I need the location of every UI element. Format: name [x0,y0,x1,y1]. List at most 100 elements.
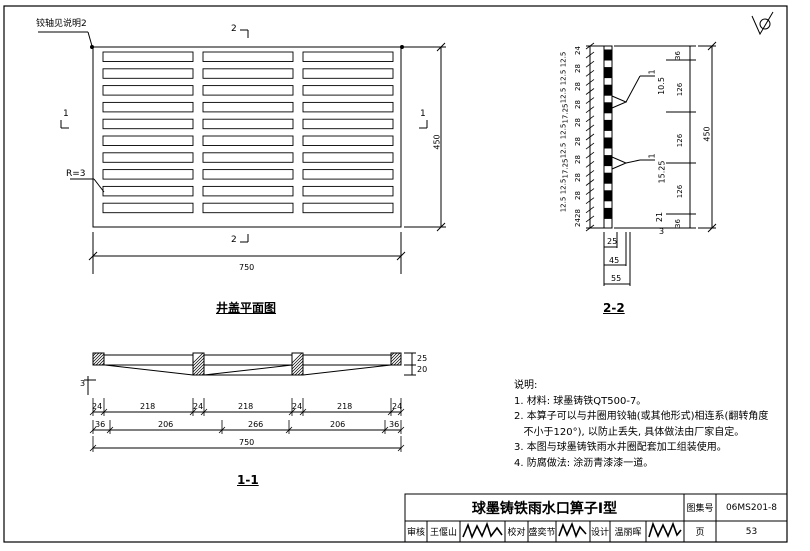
section-22-rib [603,207,613,219]
hatch-line [396,360,402,366]
dim-tick [285,426,293,434]
plan-slot [102,202,194,214]
atlas-label: 图集号 [686,504,714,514]
check-name: 盛奕节 [528,528,556,538]
hatch-line [291,352,303,364]
section-22-bottom-45: 45 [609,256,620,265]
section-22-right-dim: 126 [676,184,685,199]
page-number: 53 [745,526,758,537]
section-22-left-dim: 24 [573,218,582,228]
detail-b-1525: 15.25 [657,160,667,184]
section-22-caption: 2-2 [603,301,625,315]
section-22-left-dim: 28 [573,172,582,182]
plan-width-dim: 750 [239,263,255,272]
section-22-right-dim: 36 [673,219,682,228]
hatch-line [92,352,97,357]
hatch-line [201,372,205,376]
note-4: 4. 防腐做法: 涂沥青漆漆一道。 [514,457,654,469]
dim-tick [89,408,97,416]
dim-tick [288,408,296,416]
plan-slot [102,118,194,130]
section-11-dim-label: 206 [330,420,346,429]
section-11-dim-label: 266 [248,420,264,429]
section-11-dim-label: 24 [292,402,303,411]
section-22-overall: 450 [702,126,712,142]
section-22-rib [603,155,613,167]
section-22-left-dim: 12.5 [559,196,568,213]
dim-tick [585,151,595,159]
section-22-left-dim: 12.5 [559,69,568,86]
hatch-line [294,366,304,376]
section-22-left-dim: 12.5 [559,87,568,104]
hatch-line [291,354,304,367]
plan-slot [302,169,394,180]
dim-tick [200,408,208,416]
page-label: 页 [695,528,705,538]
dim-tick [585,142,595,150]
note-2-cont: 不小于120°), 以防止丢失, 具体做法由厂家自定。 [514,426,745,438]
plan-view [38,29,446,274]
section-22-left-dim: 28 [573,100,582,110]
section-22-right-dim: 36 [673,51,682,60]
section-22-small-3: 3 [659,227,665,236]
section-22-left-dim: 17.25 [561,158,570,179]
hatch-line [390,354,402,366]
dim-tick [397,426,405,434]
section-22-view [585,41,717,286]
plan-height-dim: 450 [432,134,442,150]
plan-slot [302,118,394,130]
section-mark-2-top: 2 [231,24,237,34]
plan-slot [202,51,294,62]
section-11-dim-20: 20 [417,365,428,374]
hatch-lines [92,352,402,376]
plan-slot [302,85,394,96]
plan-slots [102,51,394,214]
detail-b-1: 1 [647,153,657,159]
plan-slot [202,169,294,180]
plan-slot [302,68,394,79]
plan-slot [102,152,194,163]
sheet-frame [3,5,788,543]
section-11-dim-25: 25 [417,354,428,363]
hatch-line [291,363,304,376]
detail-a-105: 10.5 [656,77,666,95]
dim-tick [585,170,595,177]
dim-tick [585,79,595,86]
dim-tick [89,426,97,434]
section-mark-1-left: 1 [63,109,69,119]
plan-slot [302,135,394,146]
signature-review [462,521,503,540]
hatch-line [192,357,205,370]
signature-design [648,521,682,539]
section-22-bottom-25: 25 [607,237,618,246]
hatch-line [98,359,105,366]
plan-slot [202,101,294,113]
plan-slot [202,118,294,130]
section-11-caption: 1-1 [237,473,259,487]
hatch-line [95,356,105,366]
dim-tick [189,408,197,416]
signature-check [558,521,587,539]
roughness-icon [751,11,774,36]
plan-slot [302,185,394,197]
section-11-dim-3: 3 [80,379,86,388]
dim-tick [100,408,108,416]
title-block-frame [404,493,788,543]
hatch-line [300,372,304,376]
detail-a-1: 1 [647,69,657,75]
section-22-rib [603,137,613,149]
notes-block: 说明: 1. 材料: 球墨铸铁QT500-7。 2. 本算子可以与井圈用铰轴(或… [514,378,768,471]
dim-tick [585,160,595,168]
section-22-left-dim: 28 [573,136,582,146]
dim-tick [397,408,405,416]
section-22-left-dim: 12.5 [559,142,568,158]
hatch-line [291,357,304,370]
plan-slot [102,101,194,113]
dim-tick [585,106,595,114]
hatch-line [92,353,105,366]
section-22-left-dim: 28 [573,191,582,201]
notes-heading: 说明: [514,380,538,391]
section-11-dim-label: 218 [337,402,353,411]
plan-slot [202,202,294,214]
